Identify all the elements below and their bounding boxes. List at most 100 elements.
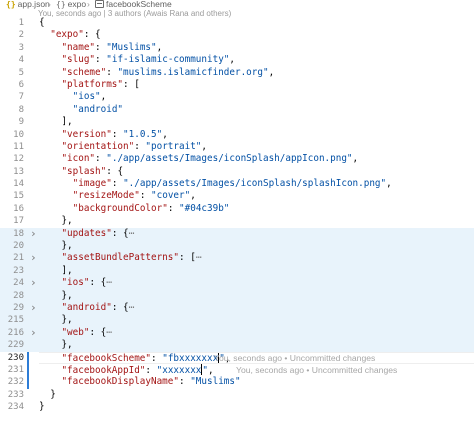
fold-chevron-right-icon[interactable]: › <box>30 300 37 314</box>
inline-blame-annotation: You, seconds ago • Uncommitted changes <box>214 352 376 363</box>
code-line[interactable]: 17 }, <box>0 215 474 227</box>
breadcrumb: {} app.json › {} expo › facebookScheme <box>0 0 474 10</box>
line-number: 20 <box>13 241 24 252</box>
fold-chevron-right-icon[interactable]: › <box>30 276 37 290</box>
line-number: 23 <box>13 265 24 276</box>
code-line[interactable]: 18 › "updates": {⋯ <box>0 226 474 241</box>
code-text: "assetBundlePatterns": [⋯ <box>61 252 202 264</box>
code-text: }, <box>61 289 73 301</box>
line-number: 7 <box>18 92 24 103</box>
breadcrumb-property[interactable]: facebookScheme <box>95 0 172 9</box>
code-line[interactable]: 6 "platforms": [ <box>0 79 474 91</box>
line-number: 2 <box>18 30 24 41</box>
code-line[interactable]: 229 }, <box>0 339 474 352</box>
code-text: "updates": {⋯ <box>61 227 135 239</box>
fold-chevron-right-icon[interactable]: › <box>30 251 37 265</box>
code-text: "name": "Muslims", <box>61 41 163 53</box>
code-line[interactable]: 13 "splash": { <box>0 166 474 178</box>
line-number: 216 <box>7 327 24 338</box>
code-text: "backgroundColor": "#04c39b" <box>72 202 230 214</box>
code-text: "resizeMode": "cover", <box>72 190 196 202</box>
code-line[interactable]: 11 "orientation": "portrait", <box>0 141 474 153</box>
code-line[interactable]: 215 }, <box>0 314 474 327</box>
code-line[interactable]: 8 "android" <box>0 104 474 116</box>
json-braces-icon: {} <box>6 0 16 9</box>
breadcrumb-file[interactable]: {} app.json <box>6 0 50 9</box>
code-line[interactable]: 23 ], <box>0 264 474 278</box>
code-line[interactable]: 216› "web": {⋯ <box>0 325 474 340</box>
code-line[interactable]: 3 "name": "Muslims", <box>0 42 474 54</box>
code-line[interactable]: 16 "backgroundColor": "#04c39b" <box>0 203 474 215</box>
line-number: 17 <box>13 216 24 227</box>
modified-line-indicator[interactable] <box>27 351 29 364</box>
code-line[interactable]: 15 "resizeMode": "cover", <box>0 190 474 202</box>
fold-chevron-right-icon[interactable]: › <box>30 325 37 339</box>
line-number: 18 <box>13 228 24 239</box>
code-line[interactable]: 4 "slug": "if-islamic-community", <box>0 54 474 66</box>
modified-line-indicator[interactable] <box>27 363 29 377</box>
modified-line-indicator[interactable] <box>27 376 29 389</box>
text-cursor <box>200 363 203 375</box>
code-line[interactable]: 2 "expo": { <box>0 29 474 41</box>
blame-codelens[interactable]: You, seconds ago | 3 authors (Awais Rana… <box>38 9 232 18</box>
code-text: }, <box>61 215 73 227</box>
code-line[interactable]: 9 ], <box>0 116 474 128</box>
code-text: "ios", <box>72 91 107 103</box>
code-text: }, <box>61 314 73 326</box>
line-number: 229 <box>7 340 24 351</box>
code-line[interactable]: 12 "icon": "./app/assets/Images/iconSpla… <box>0 153 474 165</box>
line-number: 21 <box>13 253 24 264</box>
code-text: } <box>39 401 45 413</box>
code-text: }, <box>61 339 73 351</box>
line-number: 15 <box>13 191 24 202</box>
line-number: 12 <box>13 154 24 165</box>
line-number: 1 <box>18 18 24 28</box>
code-text: "image": "./app/assets/Images/iconSplash… <box>72 178 392 190</box>
code-line[interactable]: 20 }, <box>0 240 474 253</box>
code-line[interactable]: 1{ <box>0 17 474 29</box>
code-text: "scheme": "muslims.islamicfinder.org", <box>61 66 275 78</box>
line-number: 8 <box>18 104 24 115</box>
code-line[interactable]: 5 "scheme": "muslims.islamicfinder.org", <box>0 67 474 79</box>
breadcrumb-object[interactable]: {} expo <box>56 0 86 9</box>
code-line[interactable]: 10 "version": "1.0.5", <box>0 129 474 141</box>
code-line[interactable]: 234} <box>0 401 474 413</box>
code-line[interactable]: 233 } <box>0 389 474 401</box>
fold-chevron-right-icon[interactable]: › <box>30 226 37 240</box>
code-text: }, <box>61 240 73 252</box>
line-number: 28 <box>13 290 24 301</box>
code-text: "icon": "./app/assets/Images/iconSplash/… <box>61 153 359 165</box>
code-text: } <box>50 388 56 400</box>
code-text: "facebookAppId": "xxxxxxx", <box>61 363 214 376</box>
line-number: 9 <box>18 117 24 128</box>
code-line[interactable]: 230 "facebookScheme": "fbxxxxxxx",You, s… <box>0 351 474 365</box>
code-text: "orientation": "portrait", <box>61 140 208 152</box>
code-text: ], <box>61 264 73 276</box>
code-line[interactable]: 7 "ios", <box>0 91 474 103</box>
code-line[interactable]: 231 "facebookAppId": "xxxxxxx",You, seco… <box>0 363 474 377</box>
code-line[interactable]: 21 › "assetBundlePatterns": [⋯ <box>0 251 474 265</box>
line-number: 234 <box>7 402 24 413</box>
code-text: "android": {⋯ <box>61 301 135 313</box>
code-text: "splash": { <box>61 165 124 177</box>
line-number: 233 <box>7 389 24 400</box>
breadcrumb-separator: › <box>87 0 90 9</box>
code-line[interactable]: 28 }, <box>0 289 474 302</box>
line-number: 232 <box>7 377 24 388</box>
object-braces-icon: {} <box>56 0 66 9</box>
code-text: "android" <box>72 103 124 115</box>
breadcrumb-property-label: facebookScheme <box>106 0 172 9</box>
line-number: 14 <box>13 179 24 190</box>
code-line[interactable]: 29 › "android": {⋯ <box>0 300 474 315</box>
line-number: 10 <box>13 129 24 140</box>
code-line[interactable]: 24› "ios": {⋯ <box>0 276 474 290</box>
line-number: 230 <box>7 352 24 363</box>
code-line[interactable]: 14 "image": "./app/assets/Images/iconSpl… <box>0 178 474 190</box>
code-text: "version": "1.0.5", <box>61 128 168 140</box>
breadcrumb-file-label: app.json <box>17 0 50 9</box>
code-text: "facebookDisplayName": "Muslims" <box>61 376 241 388</box>
code-line[interactable]: 232 "facebookDisplayName": "Muslims" <box>0 376 474 389</box>
line-number: 5 <box>18 67 24 78</box>
line-number: 29 <box>13 302 24 313</box>
code-editor[interactable]: 1{2 "expo": {3 "name": "Muslims",4 "slug… <box>0 17 474 414</box>
